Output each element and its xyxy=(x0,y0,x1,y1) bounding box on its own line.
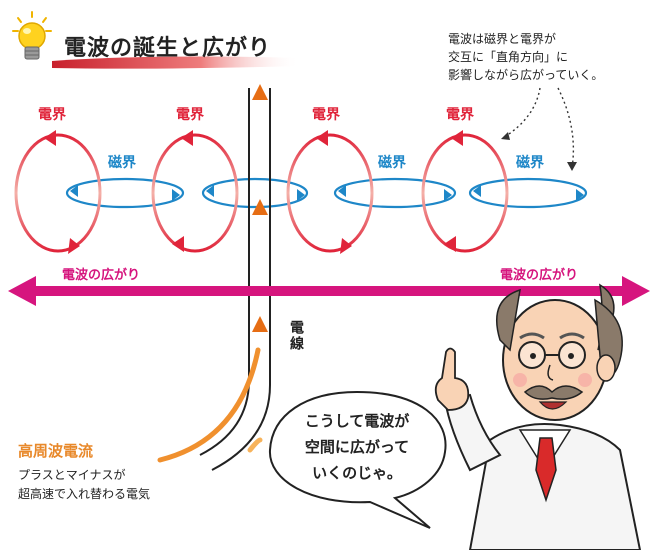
magnetic-loop-3 xyxy=(333,177,457,209)
professor-illustration xyxy=(434,283,642,550)
magnetic-loop-2 xyxy=(201,177,309,209)
spread-arrow xyxy=(8,276,650,306)
explanation-note: 電波は磁界と電界が 交互に「直角方向」に 影響しながら広がっていく。 xyxy=(448,30,648,84)
speech-line-1: こうして電波が xyxy=(304,412,410,430)
electric-field-loops xyxy=(14,133,509,253)
electric-loop-4 xyxy=(421,133,509,253)
note-line-1: 電波は磁界と電界が xyxy=(448,32,557,46)
note-pointer-arrow-2 xyxy=(557,87,575,169)
magnetic-field-label-1: 磁界 xyxy=(108,155,136,171)
magnetic-loop-1 xyxy=(65,177,185,209)
electric-field-label-4: 電界 xyxy=(446,107,474,123)
light-bulb-icon xyxy=(12,11,52,60)
note-pointer-head-1 xyxy=(501,132,510,140)
magnetic-field-label-3: 磁界 xyxy=(516,155,544,171)
magnetic-field-loops xyxy=(65,177,588,209)
speech-text: こうして電波が 空間に広がって いくのじゃ。 xyxy=(284,408,430,486)
magnetic-field-label-2: 磁界 xyxy=(378,155,406,171)
spread-label-left: 電波の広がり xyxy=(62,268,141,283)
electric-arrow-heads xyxy=(44,130,463,254)
electric-loop-2 xyxy=(151,133,239,253)
note-pointer-arrow-1 xyxy=(502,87,541,139)
electric-field-label-2: 電界 xyxy=(176,107,204,123)
spread-label-right: 電波の広がり xyxy=(500,268,579,283)
speech-line-2: 空間に広がって xyxy=(304,438,410,456)
electric-field-label-1: 電界 xyxy=(38,107,66,123)
wire-label: 電線 xyxy=(288,320,304,352)
electric-loop-3 xyxy=(286,133,374,253)
speech-bubble xyxy=(268,390,447,529)
current-curve xyxy=(157,347,261,463)
magnetic-arrow-heads xyxy=(70,185,584,201)
high-frequency-title: 高周波電流 xyxy=(18,442,94,460)
page-title: 電波の誕生と広がり xyxy=(64,36,272,61)
magnetic-loop-4 xyxy=(468,177,588,209)
note-pointer-head-2 xyxy=(567,162,577,171)
note-line-3: 影響しながら広がっていく。 xyxy=(448,68,604,82)
current-arrow-heads xyxy=(252,84,268,332)
title-underline-brush xyxy=(52,56,300,69)
speech-line-3: いくのじゃ。 xyxy=(312,464,402,482)
high-frequency-desc-line-2: 超高速で入れ替わる電気 xyxy=(18,487,151,501)
note-line-2: 交互に「直角方向」に xyxy=(448,50,569,64)
high-frequency-description: プラスとマイナスが 超高速で入れ替わる電気 xyxy=(18,466,150,504)
high-frequency-desc-line-1: プラスとマイナスが xyxy=(18,468,126,482)
electric-field-label-3: 電界 xyxy=(312,107,340,123)
electric-loop-1 xyxy=(14,133,102,253)
current-arrows xyxy=(247,89,263,458)
